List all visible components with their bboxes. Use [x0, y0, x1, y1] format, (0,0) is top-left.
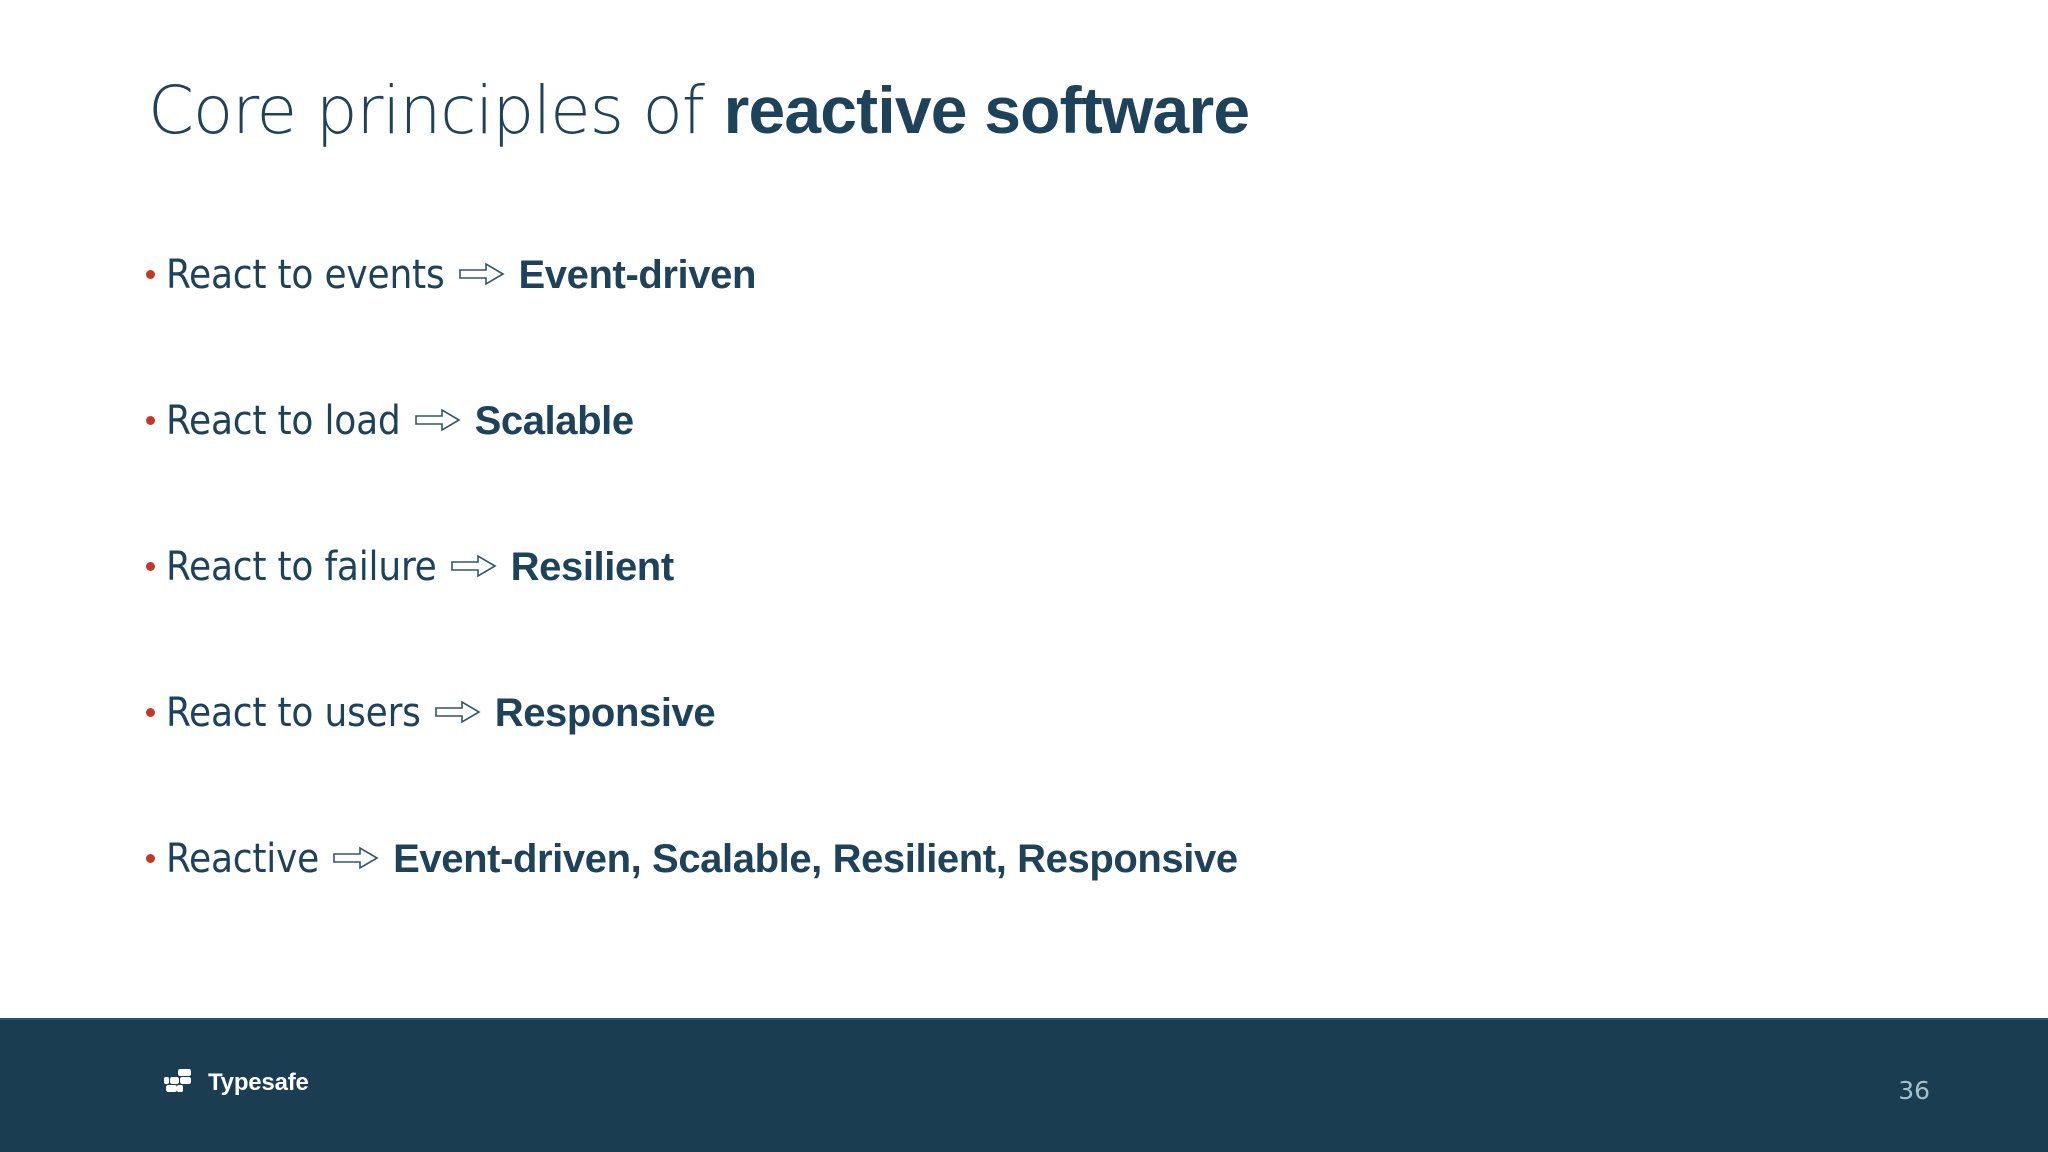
bullet-label: React to events [166, 252, 445, 298]
bullet-dot-icon [146, 416, 155, 425]
typesafe-logo-text: Typesafe [208, 1069, 309, 1096]
bullet-dot-icon [146, 270, 155, 279]
list-item: React to events Event-driven [146, 252, 1946, 398]
page-title-bold: reactive software [723, 73, 1250, 147]
bullet-label: Reactive [166, 836, 320, 882]
bullet-dot-icon [146, 708, 155, 717]
bullet-dot-icon [146, 562, 155, 571]
bullet-list: React to events Event-driven React to lo… [146, 252, 1946, 982]
list-item: React to users Responsive [146, 690, 1946, 836]
footer-bar: Typesafe 36 [0, 1018, 2048, 1152]
page-number: 36 [1898, 1076, 1930, 1105]
bullet-value: Resilient [510, 545, 675, 589]
bullet-value: Scalable [474, 399, 635, 443]
bullet-label: React to failure [166, 544, 437, 590]
bullet-value: Event-driven [518, 253, 757, 297]
double-arrow-right-icon [414, 408, 461, 432]
list-item: React to load Scalable [146, 398, 1946, 544]
bullet-dot-icon [146, 854, 155, 863]
double-arrow-right-icon [458, 262, 505, 286]
bullet-value: Responsive [494, 691, 716, 735]
typesafe-logo: Typesafe [164, 1068, 309, 1098]
bullet-label: React to load [166, 398, 401, 444]
typesafe-logo-icon [164, 1068, 198, 1098]
double-arrow-right-icon [434, 700, 481, 724]
list-item: React to failure Resilient [146, 544, 1946, 690]
double-arrow-right-icon [450, 554, 497, 578]
bullet-label: React to users [166, 690, 421, 736]
list-item: Reactive Event-driven, Scalable, Resilie… [146, 836, 1946, 982]
page-title: Core principles of reactive software [148, 72, 1250, 149]
bullet-value: Event-driven, Scalable, Resilient, Respo… [393, 837, 1238, 881]
double-arrow-right-icon [333, 846, 379, 870]
page-title-light: Core principles of [148, 72, 724, 149]
